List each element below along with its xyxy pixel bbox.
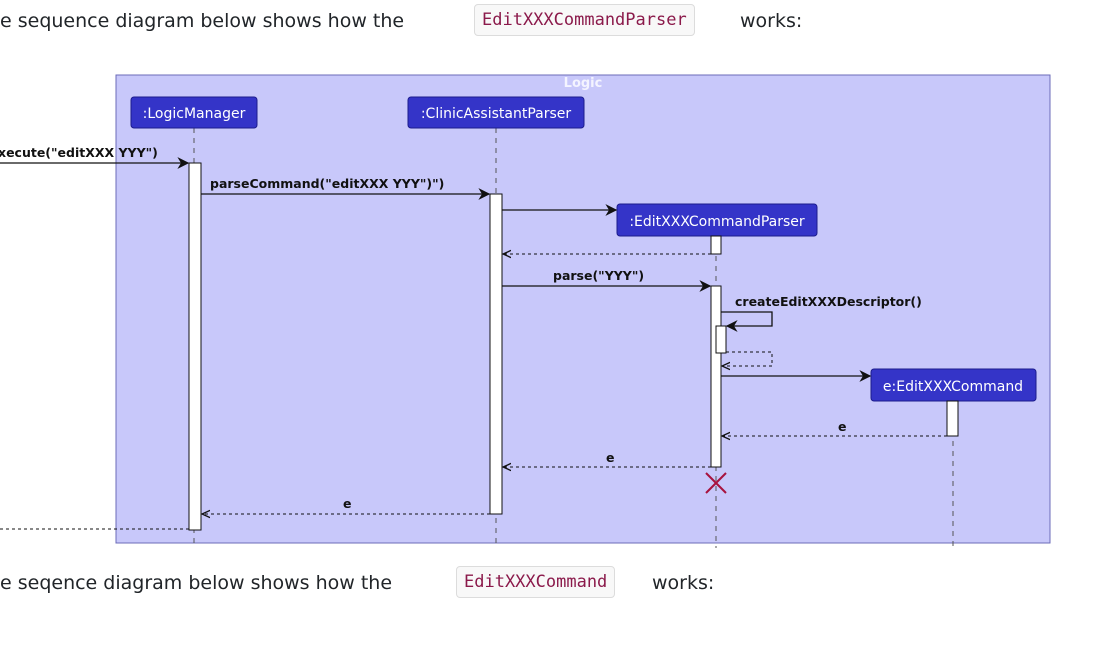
participant-command-parser: :EditXXXCommandParser xyxy=(629,214,805,230)
activation-logic-manager xyxy=(188,162,202,531)
participant-logic-manager: :LogicManager xyxy=(143,106,246,122)
sequence-diagram: Logic :LogicManager :ClinicAssistantPars… xyxy=(0,74,1051,548)
inline-code-parser: EditXXXCommandParser xyxy=(474,4,695,36)
return-create-descriptor-arrow xyxy=(722,351,773,366)
logic-group-box xyxy=(115,74,1051,544)
activation-command-parser-init xyxy=(710,235,722,255)
activation-command-parser-self xyxy=(715,325,727,354)
intro-text-after: works: xyxy=(652,572,715,594)
logic-group-title: Logic xyxy=(564,76,603,91)
activation-clinic-parser xyxy=(489,193,503,515)
participant-clinic-parser-box xyxy=(407,96,585,129)
destroy-cross-icon xyxy=(705,472,727,494)
intro-text-before: e sequence diagram below shows how the xyxy=(0,10,405,32)
intro-text-after: works: xyxy=(740,10,803,32)
participant-logic-manager-box xyxy=(130,96,258,129)
participant-command: e:EditXXXCommand xyxy=(883,379,1023,395)
inline-code-command: EditXXXCommand xyxy=(456,566,616,598)
activation-command-parser xyxy=(710,285,722,468)
message-parse: parse("YYY") xyxy=(553,268,644,283)
participant-clinic-parser: :ClinicAssistantParser xyxy=(421,106,572,122)
message-create-descriptor-arrow xyxy=(721,311,773,332)
message-create-descriptor: createEditXXXDescriptor() xyxy=(735,294,922,309)
return-e-final: e xyxy=(343,496,351,511)
activation-command xyxy=(946,400,959,437)
message-execute: xecute("editXXX YYY") xyxy=(0,145,158,160)
intro-text-before: e seqence diagram below shows how the xyxy=(0,572,393,594)
message-parse-command: parseCommand("editXXX YYY")") xyxy=(210,176,444,191)
return-e-command: e xyxy=(838,419,846,434)
return-e-parser: e xyxy=(606,450,614,465)
